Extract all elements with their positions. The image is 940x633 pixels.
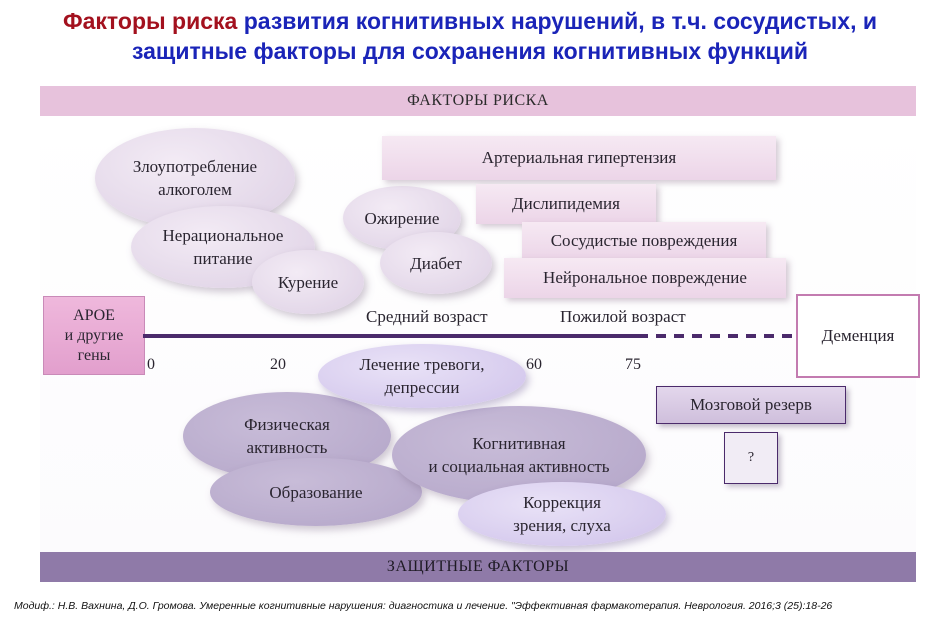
title-risk-part: Факторы риска [63,8,238,34]
neuronal-damage-bar: Нейрональное повреждение [504,258,786,298]
protective-factors-band: ЗАЩИТНЫЕ ФАКТОРЫ [40,552,916,582]
title-line-2: защитные факторы для сохранения когнитив… [132,38,808,64]
smoking-ellipse: Курение [252,250,364,314]
nutrition-line-1: Нерациональное [162,226,284,245]
apoe-genes-box: APOE и другие гены [43,296,145,375]
vision-line-2: зрения, слуха [513,516,611,535]
diabetes-ellipse: Диабет [380,232,492,294]
tick-0: 0 [147,356,155,373]
physical-line-1: Физическая [244,415,330,434]
diabetes-label: Диабет [410,253,462,273]
education-label: Образование [269,482,363,502]
education-ellipse: Образование [210,458,422,526]
title-blue-part-1: развития когнитивных нарушений, в т.ч. с… [237,8,877,34]
dyslipidemia-bar: Дислипидемия [476,184,656,224]
source-footnote: Модиф.: Н.В. Вахнина, Д.О. Громова. Умер… [14,600,833,612]
vision-line-1: Коррекция [523,493,601,512]
risk-factors-band: ФАКТОРЫ РИСКА [40,86,916,116]
anxiety-line-2: депрессии [384,378,460,397]
nutrition-line-2: питание [193,249,253,268]
tick-60: 60 [526,356,542,373]
apoe-line-1: APOE [73,306,115,324]
apoe-line-2: и другие [64,326,124,344]
slide-title: Факторы риска развития когнитивных наруш… [0,6,940,66]
dementia-box: Деменция [796,294,920,378]
age-timeline [143,334,638,338]
question-box: ? [724,432,778,484]
cognitive-line-2: и социальная активность [428,457,610,476]
timeline-dashed-extension [638,334,794,338]
obesity-label: Ожирение [364,208,440,228]
middle-age-label: Средний возраст [366,307,488,326]
cognitive-line-1: Когнитивная [472,434,566,453]
tick-20: 20 [270,356,286,373]
physical-line-2: активность [246,438,328,457]
hypertension-bar: Артериальная гипертензия [382,136,776,180]
vision-hearing-correction-ellipse: Коррекция зрения, слуха [458,482,666,546]
title-line-1: Факторы риска развития когнитивных наруш… [0,6,940,36]
anxiety-depression-treatment-ellipse: Лечение тревоги, депрессии [318,344,526,408]
alcohol-line-1: Злоупотребление [132,157,258,176]
brain-reserve-box: Мозговой резерв [656,386,846,424]
tick-75: 75 [625,356,641,373]
anxiety-line-1: Лечение тревоги, [359,355,485,374]
alcohol-line-2: алкоголем [158,180,232,199]
elderly-age-label: Пожилой возраст [560,307,686,326]
smoking-label: Курение [277,272,339,292]
vascular-damage-bar: Сосудистые повреждения [522,222,766,260]
apoe-line-3: гены [77,346,111,364]
